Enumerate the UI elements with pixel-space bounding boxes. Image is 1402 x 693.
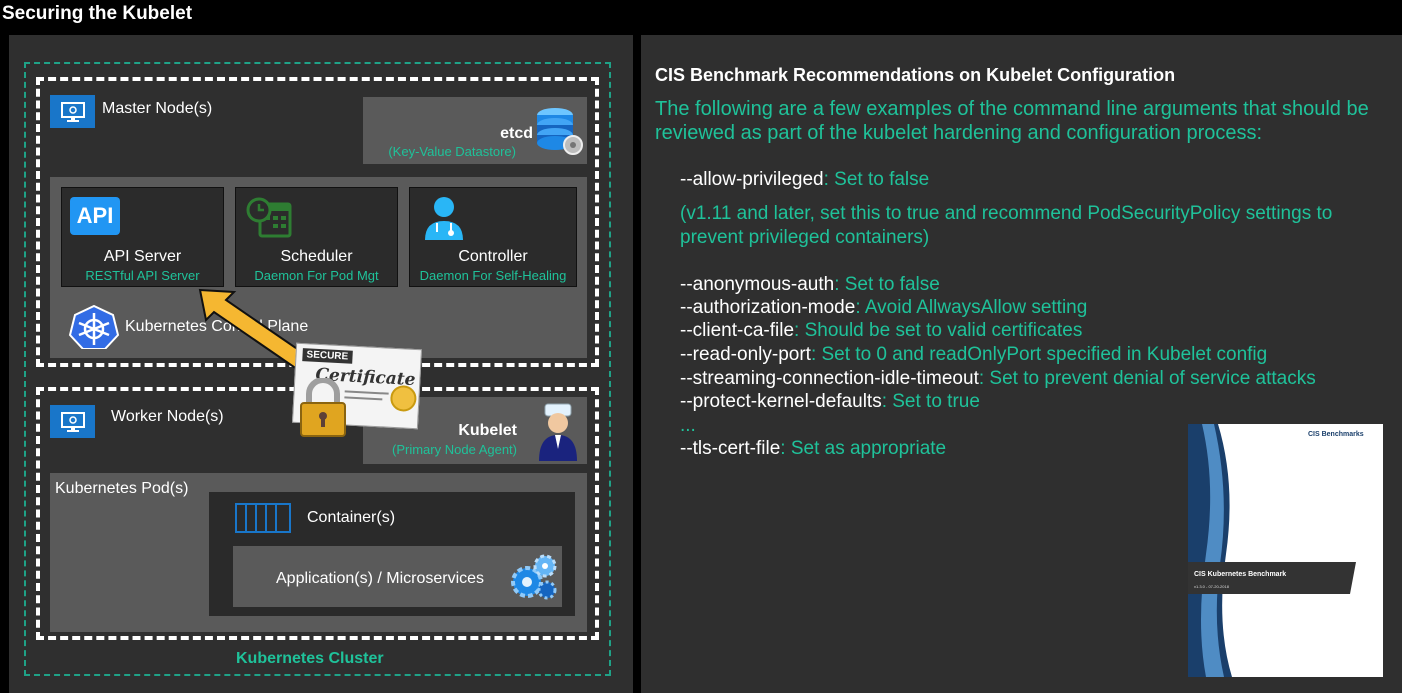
controller-title: Controller <box>458 248 528 265</box>
api-server-subtitle: RESTful API Server <box>85 268 200 283</box>
arg-tls-cert-file: --tls-cert-file: Set as appropriate <box>680 438 947 459</box>
application-box: Application(s) / Microservices <box>233 546 562 607</box>
cover-brand: CIS Benchmarks <box>1308 431 1364 438</box>
arg-item: --streaming-connection-idle-timeout: Set… <box>680 368 1316 389</box>
etcd-subtitle: (Key-Value Datastore) <box>388 144 516 159</box>
agent-icon <box>539 403 577 461</box>
recommendations-heading: CIS Benchmark Recommendations on Kubelet… <box>655 65 1176 85</box>
allow-privileged-note: (v1.11 and later, set this to true and r… <box>680 203 1333 248</box>
database-icon <box>537 108 583 155</box>
cis-benchmark-cover: CIS Benchmarks CIS Kubernetes Benchmark … <box>1188 424 1383 677</box>
container-icon <box>235 503 291 533</box>
doctor-icon <box>425 197 463 240</box>
scheduler-title: Scheduler <box>280 248 353 265</box>
padlock-icon <box>300 378 346 437</box>
scheduler-subtitle: Daemon For Pod Mgt <box>254 268 379 283</box>
arg-ellipsis: ... <box>680 415 696 436</box>
api-server-box: API API Server RESTful API Server <box>61 187 224 287</box>
monitor-icon <box>50 95 95 128</box>
controller-box: Controller Daemon For Self-Healing <box>409 187 577 287</box>
pod-label: Kubernetes Pod(s) <box>55 480 189 497</box>
kubelet-box: Kubelet (Primary Node Agent) <box>363 397 587 464</box>
arg-item: --client-ca-file: Should be set to valid… <box>680 320 1083 341</box>
recommendations-intro: The following are a few examples of the … <box>655 98 1369 144</box>
cover-title: CIS Kubernetes Benchmark <box>1194 571 1287 578</box>
cover-artwork <box>1188 424 1383 677</box>
application-label: Application(s) / Microservices <box>276 570 485 587</box>
master-node-label: Master Node(s) <box>102 100 213 117</box>
controller-subtitle: Daemon For Self-Healing <box>419 268 567 283</box>
certificate-secure-text: SECURE <box>302 348 353 364</box>
arg-item: --authorization-mode: Avoid AllwaysAllow… <box>680 297 1088 318</box>
scheduler-box: Scheduler Daemon For Pod Mgt <box>235 187 398 287</box>
etcd-title: etcd <box>500 125 533 142</box>
arg-allow-privileged: --allow-privileged: Set to false <box>680 169 930 190</box>
etcd-box: etcd (Key-Value Datastore) <box>363 97 587 164</box>
container-label: Container(s) <box>307 509 396 526</box>
worker-node-label: Worker Node(s) <box>111 408 224 425</box>
arg-item: --anonymous-auth: Set to false <box>680 274 940 295</box>
kubernetes-helm-icon <box>68 305 120 349</box>
calendar-clock-icon <box>246 197 292 238</box>
gears-icon <box>511 554 557 600</box>
kubelet-title: Kubelet <box>458 422 517 439</box>
kubernetes-cluster-boundary <box>24 62 611 676</box>
page-title: Securing the Kubelet <box>2 3 193 24</box>
cluster-label: Kubernetes Cluster <box>236 650 384 667</box>
kubelet-subtitle: (Primary Node Agent) <box>392 442 517 457</box>
cover-version: v1.3.0 - 07-20-2018 <box>1194 584 1229 589</box>
api-icon: API <box>70 197 120 235</box>
arg-item: --protect-kernel-defaults: Set to true <box>680 391 980 412</box>
api-server-title: API Server <box>103 248 182 265</box>
arg-item: --read-only-port: Set to 0 and readOnlyP… <box>680 344 1268 365</box>
monitor-icon <box>50 405 95 438</box>
